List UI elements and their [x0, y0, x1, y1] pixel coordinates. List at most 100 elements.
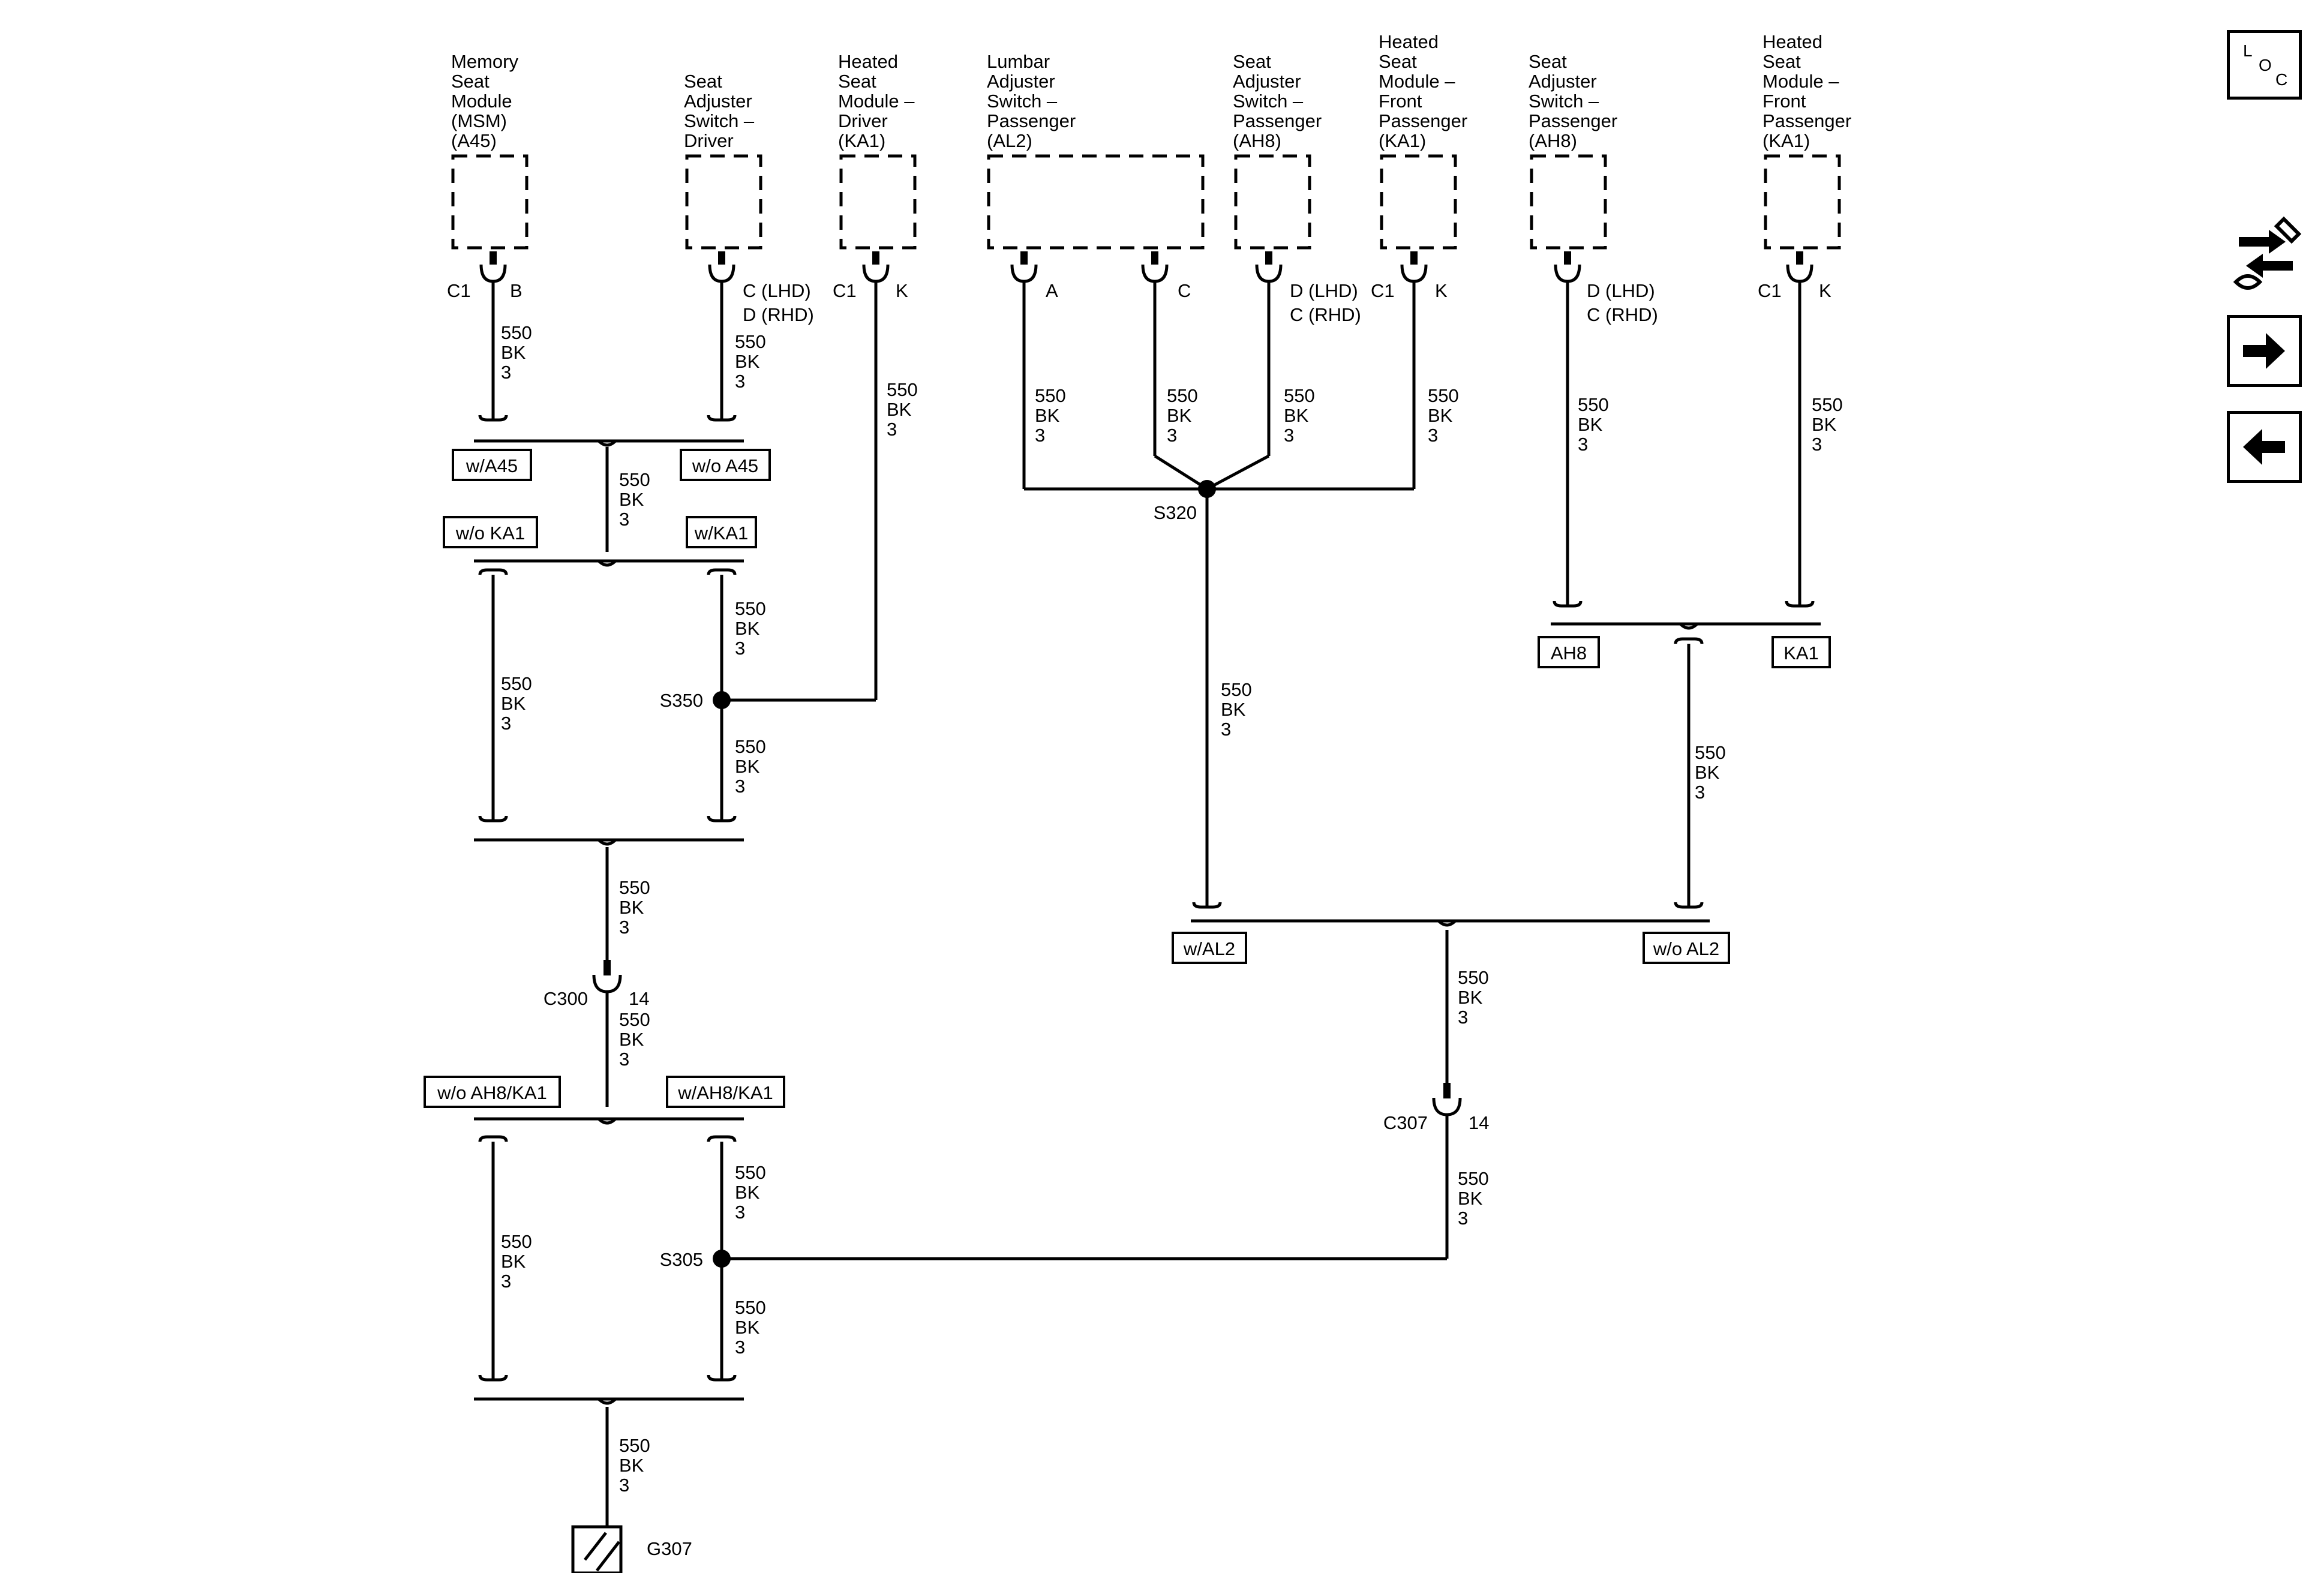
component-label-line: Seat [684, 71, 722, 92]
component-label-line: Front [1762, 91, 1806, 112]
component-label-line: (A45) [451, 130, 497, 151]
wire-circuit-label: 550 [501, 322, 532, 343]
loc-icon[interactable]: L O C [2227, 30, 2302, 100]
connector-pin [1151, 251, 1158, 265]
component-dashed-box [1530, 154, 1607, 250]
wire-size-label: 3 [1578, 434, 1588, 455]
component-label-line: Passenger [1233, 110, 1322, 131]
wire-break [1192, 902, 1222, 909]
wire-color-label: BK [735, 618, 760, 639]
bus-junction [597, 1398, 617, 1405]
wire-circuit-label: 550 [887, 379, 918, 400]
wire-color-label: BK [735, 756, 760, 777]
connector-pin-label: D (LHD) [1290, 280, 1358, 301]
component-label-line: Module – [1762, 71, 1839, 92]
wire-circuit-label: 550 [501, 673, 532, 694]
wire-circuit-label: 550 [619, 877, 650, 898]
option-label-box [1172, 932, 1247, 964]
loc-letter-l: L [2243, 41, 2253, 60]
connector-pin-label: K [1435, 280, 1448, 301]
wire-color-label: BK [501, 342, 526, 363]
wire-size-label: 3 [619, 917, 629, 938]
wire-size-label: 3 [1458, 1208, 1468, 1229]
wire-break [1785, 601, 1815, 608]
wire-circuit-label: 550 [1221, 679, 1252, 700]
wire-break [1674, 637, 1704, 644]
option-label: w/o AL2 [1653, 938, 1719, 959]
bus-junction [597, 839, 617, 846]
option-label-box [1771, 636, 1831, 668]
component-label-line: Front [1379, 91, 1422, 112]
wire-color-label: BK [1221, 699, 1246, 720]
option-label-box [666, 1076, 785, 1108]
option-label: w/A45 [466, 455, 518, 476]
wire-break [478, 815, 508, 822]
component-label-line: Adjuster [1529, 71, 1597, 92]
service-tools-icon[interactable] [2227, 213, 2305, 297]
wire-break [707, 1135, 737, 1142]
wire-circuit-label: 550 [1035, 385, 1066, 406]
wire-color-label: BK [1167, 405, 1192, 426]
component-label-line: Driver [838, 110, 888, 131]
component-label-line: Lumbar [987, 51, 1050, 72]
component-label-line: Module [451, 91, 512, 112]
wire-color-label: BK [735, 351, 760, 372]
connector-cup [1786, 264, 1813, 283]
wire-break [707, 1374, 737, 1382]
connector-pin-label: C (RHD) [1587, 304, 1658, 325]
option-label: w/AH8/KA1 [677, 1082, 773, 1103]
option-label-box [452, 449, 532, 481]
component-label-line: Seat [451, 71, 490, 92]
wire-circuit-label: 550 [1695, 742, 1726, 763]
wire-size-label: 3 [1284, 425, 1294, 446]
connector-pin [1020, 251, 1028, 265]
component-label-line: (AL2) [987, 130, 1032, 151]
inline-connector-c307: C307 [1383, 1112, 1428, 1133]
component-dashed-box [685, 154, 762, 250]
connector-pin-label: A [1046, 280, 1058, 301]
wire-circuit-label: 550 [619, 469, 650, 490]
wire-circuit-label: 550 [1428, 385, 1459, 406]
option-label: w/KA1 [694, 523, 749, 544]
wire-circuit-label: 550 [619, 1009, 650, 1030]
wire-circuit-label: 550 [735, 598, 766, 619]
component-label-line: Switch – [1529, 91, 1599, 112]
connector-pin [1443, 1083, 1451, 1098]
option-label: w/AL2 [1183, 938, 1235, 959]
component-label-line: Heated [1762, 31, 1822, 52]
wire-color-label: BK [619, 897, 644, 918]
wire-break [478, 568, 508, 575]
ground-label: G307 [647, 1538, 692, 1559]
wire-color-label: BK [501, 693, 526, 714]
wire-circuit-label: 550 [1458, 967, 1489, 988]
wire-size-label: 3 [619, 1049, 629, 1070]
loc-letter-c: C [2275, 70, 2288, 89]
component-label-line: (MSM) [451, 110, 507, 131]
component-label-line: (AH8) [1529, 130, 1577, 151]
connector-cup [1255, 264, 1283, 283]
arrow-left-icon[interactable] [2227, 411, 2302, 483]
component-label-line: Adjuster [1233, 71, 1301, 92]
option-label: AH8 [1551, 643, 1587, 664]
bus-junction [597, 440, 617, 447]
wire-color-label: BK [887, 399, 912, 420]
wire-circuit-label: 550 [735, 1297, 766, 1318]
wire-size-label: 3 [735, 1337, 745, 1358]
connector-pin [1564, 251, 1571, 265]
arrow-right-icon[interactable] [2227, 315, 2302, 387]
connector-pin-label: C (RHD) [1290, 304, 1361, 325]
component-label-line: Adjuster [684, 91, 752, 112]
connector-pin [603, 960, 611, 975]
wire-circuit-label: 550 [1812, 394, 1843, 415]
component-dashed-box [1764, 154, 1841, 250]
connector-pin-label: C1 [1371, 280, 1395, 301]
wire-color-label: BK [735, 1182, 760, 1203]
component-label-line: Seat [1529, 51, 1567, 72]
connector-cup [862, 264, 890, 283]
connector-cup [1400, 264, 1428, 283]
connector-cup [708, 264, 735, 283]
connector-cup [1554, 264, 1581, 283]
wire-size-label: 3 [1428, 425, 1438, 446]
wire-color-label: BK [1458, 1188, 1483, 1209]
wire-break [707, 568, 737, 575]
